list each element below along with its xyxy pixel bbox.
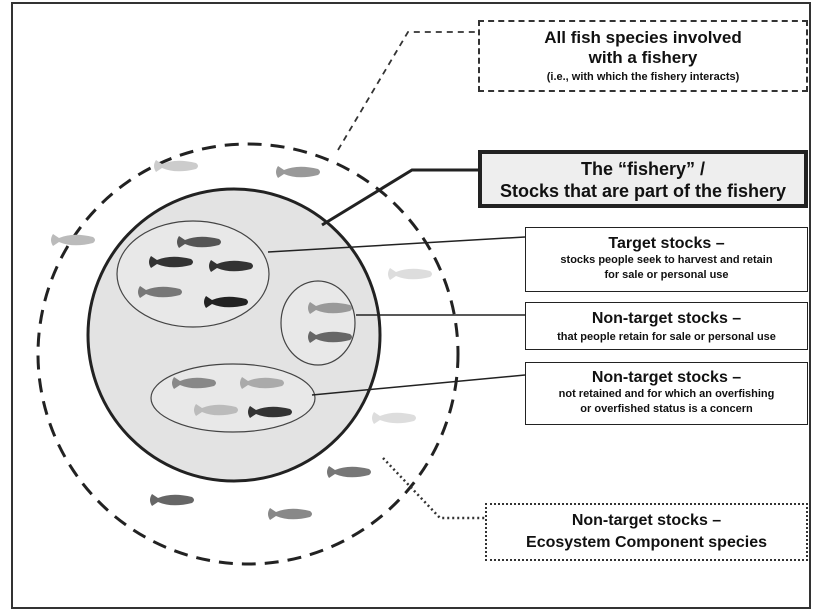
leader-ecosystem [382,457,485,520]
target-stocks-desc-line2: for sale or personal use [604,269,729,281]
fish-icon [268,508,312,520]
target-stocks-label-box: Target stocks – stocks people seek to ha… [525,227,808,292]
all-species-circle [36,142,460,566]
all-species-label-box: All fish species involved with a fishery… [478,20,808,92]
target-stocks-desc-line1: stocks people seek to harvest and retain [560,254,773,266]
fish-icon [51,234,95,246]
nontarget-concern-label-box: Non-target stocks – not retained and for… [525,362,808,425]
nontarget-retained-label-box: Non-target stocks – that people retain f… [525,302,808,350]
fish-icon [276,166,320,178]
nontarget-concern-group [150,363,316,433]
fish-icon [372,412,416,424]
target-stocks-group [116,220,270,328]
nontarget-concern-desc-line2: or overfished status is a concern [580,403,753,415]
all-species-subtitle: (i.e., with which the fishery interacts) [546,71,740,83]
nontarget-retained-title: Non-target stocks – [591,310,742,327]
fishery-label-box: The “fishery” / Stocks that are part of … [478,150,808,208]
figure-border [11,2,811,609]
fish-icon [388,268,432,280]
leader-all-species [337,31,478,151]
nontarget-retained-desc: that people retain for sale or personal … [557,331,776,343]
nontarget-concern-desc-line1: not retained and for which an overfishin… [558,388,775,400]
ecosystem-title-line2: Ecosystem Component species [526,534,767,551]
ecosystem-component-label-box: Non-target stocks – Ecosystem Component … [485,503,808,561]
leader-nontarget-concern [311,374,526,396]
leader-fishery [321,168,478,227]
target-stocks-title: Target stocks – [608,235,725,252]
all-species-title-line1: All fish species involved [544,28,742,47]
fishery-title-line1: The “fishery” / [580,159,706,179]
nontarget-retained-group [280,280,356,366]
leader-target [267,236,526,253]
ecosystem-title-line1: Non-target stocks – [571,512,722,529]
all-species-title-line2: with a fishery [588,48,698,67]
fishery-title-line2: Stocks that are part of the fishery [499,181,787,201]
fish-icon [327,466,371,478]
fish-icon [150,494,194,506]
nontarget-concern-title: Non-target stocks – [591,369,742,386]
